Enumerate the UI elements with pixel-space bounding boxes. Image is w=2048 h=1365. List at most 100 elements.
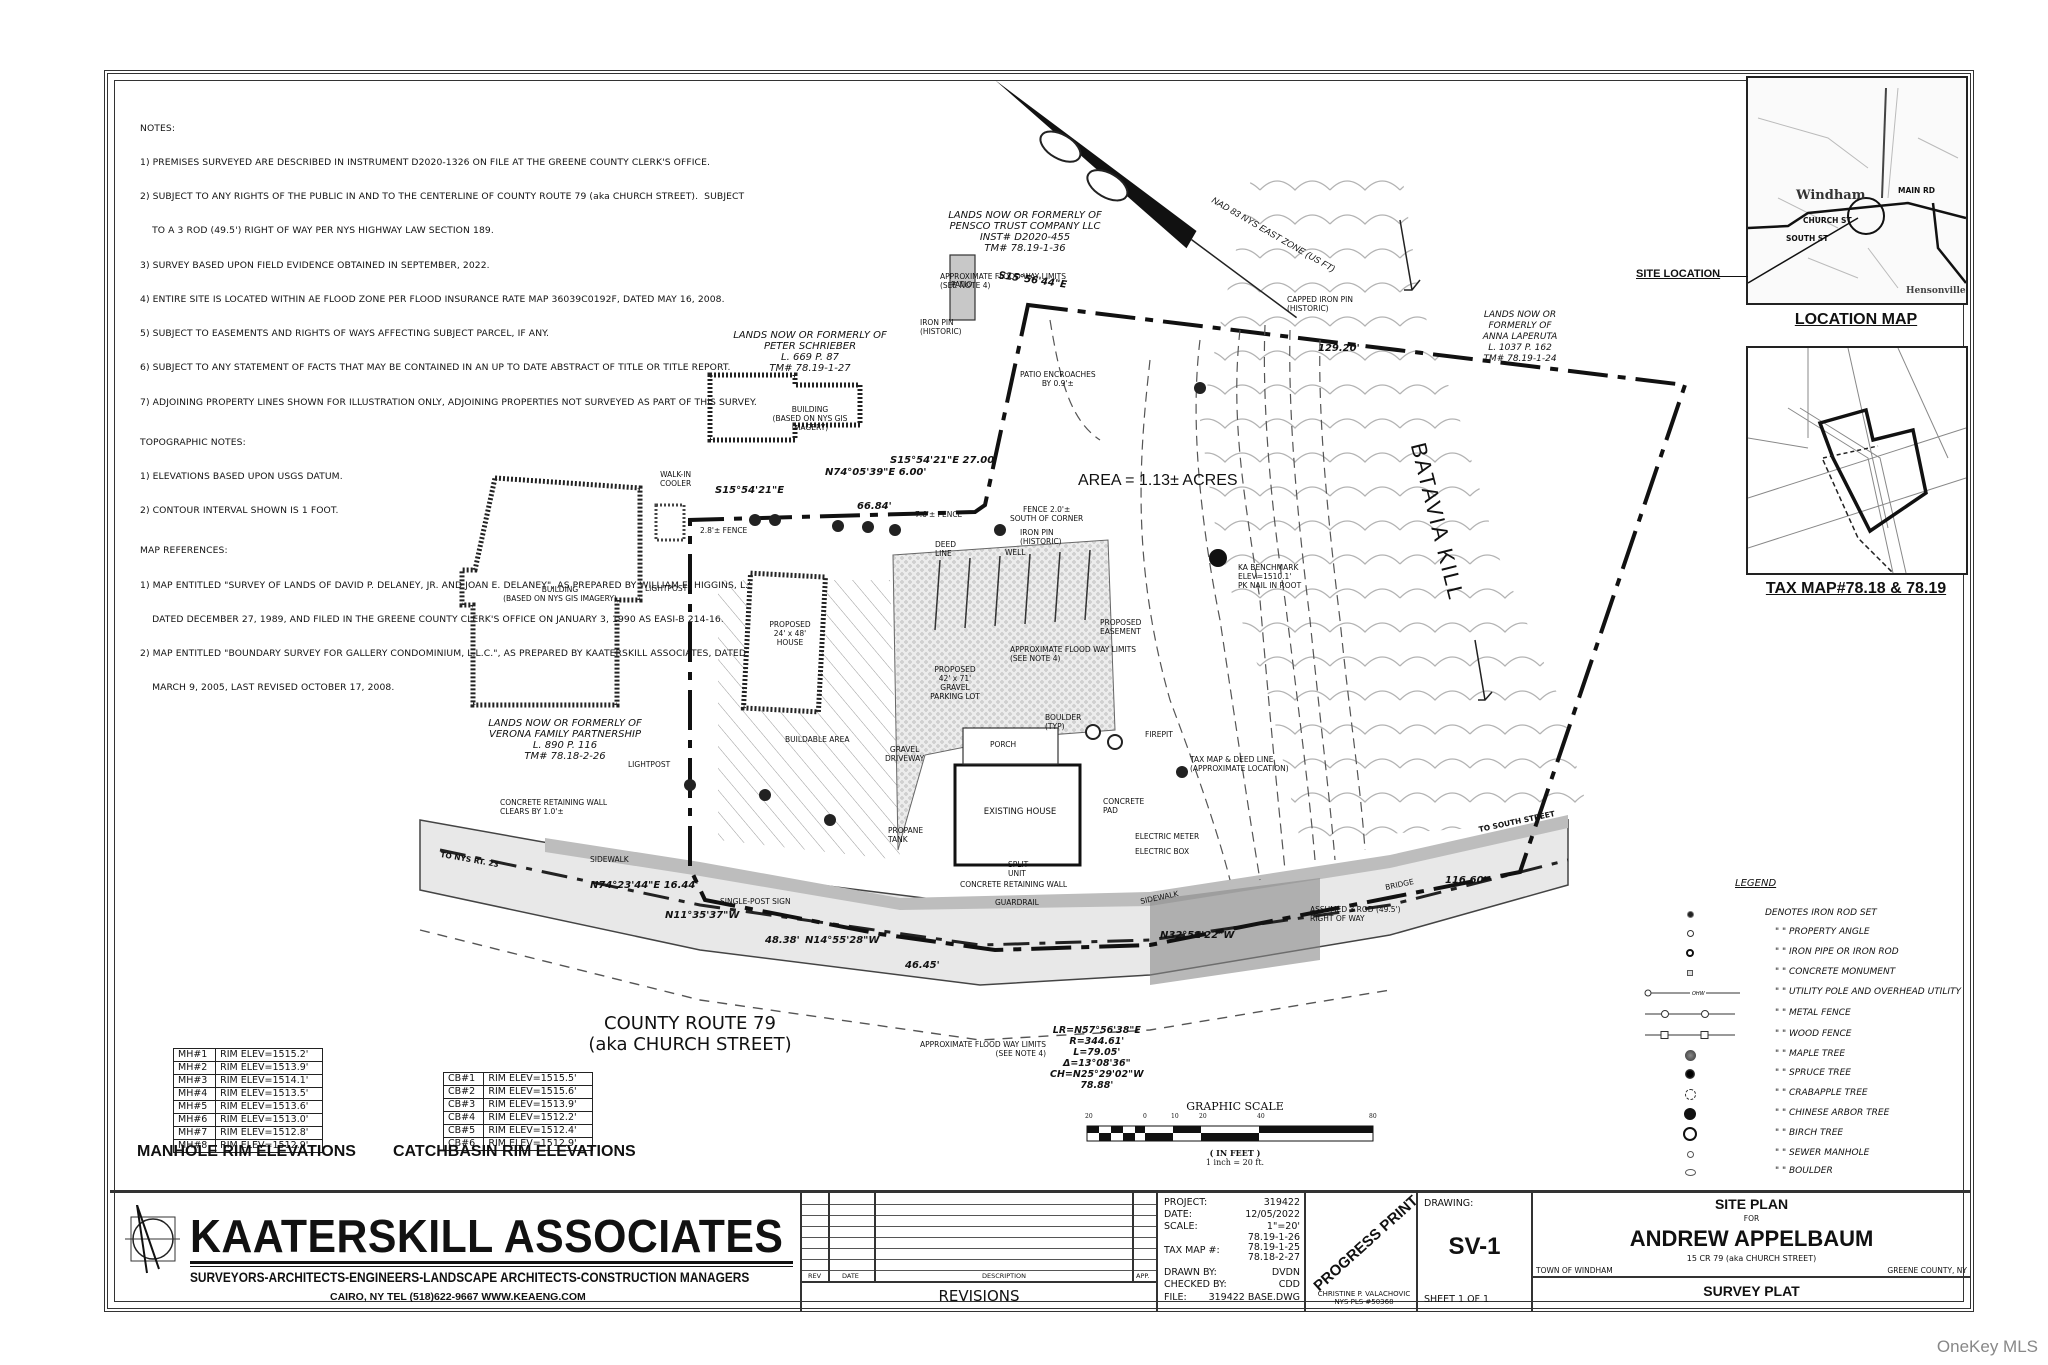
title-block: KAATERSKILL ASSOCIATES SURVEYORS-ARCHITE… <box>110 1190 1970 1311</box>
verona-building <box>459 475 643 708</box>
progress-print-stamp: PROGRESS PRINT <box>1310 1193 1418 1295</box>
legend-item: " " PROPERTY ANGLE <box>1635 925 1975 941</box>
main-rd-label: MAIN RD <box>1898 186 1935 195</box>
company-services: SURVEYORS-ARCHITECTS-ENGINEERS-LANDSCAPE… <box>190 1269 750 1285</box>
fence-28-label: 2.8'± FENCE <box>700 526 748 535</box>
legend-title: LEGEND <box>1735 878 1777 889</box>
hensonville-label: Hensonville <box>1906 286 1966 296</box>
legend-item: " " IRON PIPE OR IRON ROD <box>1635 945 1975 961</box>
south-st-label: SOUTH ST <box>1786 234 1829 243</box>
map-references-heading: MAP REFERENCES: <box>140 545 228 557</box>
site-location-leader <box>1718 276 1748 277</box>
concrete-retaining-wall-label: CONCRETE RETAINING WALL <box>960 880 1068 889</box>
distance-label: 48.38' <box>765 935 800 946</box>
revisions-block: REV DATE DESCRIPTION APP. REVISIONS <box>802 1193 1158 1311</box>
revisions-title: REVISIONS <box>938 1287 1020 1305</box>
plan-title: SITE PLAN <box>1714 1196 1789 1212</box>
distance-label: 129.20' <box>1318 343 1360 354</box>
plan-title-block: SITE PLAN FOR ANDREW APPELBAUM 15 CR 79 … <box>1533 1193 1970 1311</box>
date-value: 12/05/2022 <box>1245 1209 1300 1220</box>
concrete-monument-icon <box>1687 970 1693 976</box>
scale-value: 1"=20' <box>1266 1221 1300 1232</box>
parking-stripes <box>934 549 1091 631</box>
iron-pin-callout: IRON PIN(HISTORIC) <box>920 318 962 336</box>
sheet-number: SHEET 1 OF 1 <box>1424 1294 1490 1305</box>
capped-iron-pin-callout: CAPPED IRON PIN(HISTORIC) <box>1287 295 1353 313</box>
tax-map-label: TAX MAP #: <box>1164 1245 1220 1256</box>
distance-label: 66.84' <box>857 501 892 512</box>
windham-label: Windham <box>1796 188 1866 203</box>
note-item: 6) SUBJECT TO ANY STATEMENT OF FACTS THA… <box>140 362 731 374</box>
town-name: TOWN OF WINDHAM <box>1536 1266 1613 1275</box>
porch <box>962 727 1059 765</box>
project-label: PROJECT: <box>1164 1197 1208 1208</box>
legend-item: " " CHINESE ARBOR TREE <box>1635 1106 1975 1122</box>
sidewalk-strip <box>545 815 1568 910</box>
topographic-contours <box>1049 319 1366 881</box>
location-map: Windham CHURCH ST MAIN RD SOUTH ST Henso… <box>1746 76 1968 305</box>
bearing-label: S15°54'21"E 27.00' <box>890 455 998 466</box>
company-block: KAATERSKILL ASSOCIATES SURVEYORS-ARCHITE… <box>110 1193 802 1311</box>
date-label: DATE: <box>1164 1209 1192 1220</box>
fence-76-label: 7.6'± FENCE <box>915 510 963 519</box>
rev-header: REV <box>808 1272 822 1280</box>
drawn-by-label: DRAWN BY: <box>1164 1267 1217 1278</box>
file-label: FILE: <box>1164 1292 1187 1303</box>
site-location-label: SITE LOCATION <box>1636 268 1721 280</box>
distance-label: 46.45' <box>905 960 940 971</box>
verona-building-label: BUILDING(BASED ON NYS GIS IMAGERY) <box>503 585 617 603</box>
topo-note-item: 1) ELEVATIONS BASED UPON USGS DATUM. <box>140 471 343 482</box>
existing-house-label: EXISTING HOUSE <box>983 807 1057 817</box>
note-item: 2) SUBJECT TO ANY RIGHTS OF THE PUBLIC I… <box>140 191 745 203</box>
patio <box>949 254 976 321</box>
batavia-kill-water <box>1200 160 1590 840</box>
bearing-label: S15°54'21"E <box>715 485 785 496</box>
location-map-title: LOCATION MAP <box>1794 311 1918 328</box>
single-post-sign-label: SINGLE-POST SIGN <box>720 897 791 906</box>
county-name: GREENE COUNTY, NY <box>1887 1266 1967 1275</box>
property-angle-icon <box>1686 929 1694 937</box>
catchbasin-table-title: CATCHBASIN RIM ELEVATIONS <box>393 1143 636 1160</box>
note-item: 4) ENTIRE SITE IS LOCATED WITHIN AE FLOO… <box>140 293 725 305</box>
electric-box-label: ELECTRIC BOX <box>1135 847 1190 856</box>
checked-by-label: CHECKED BY: <box>1164 1279 1227 1290</box>
legend-item: " " SPRUCE TREE <box>1635 1066 1975 1082</box>
maple-tree-icon <box>1684 1049 1696 1061</box>
legend-item: " " WOOD FENCE <box>1635 1027 1975 1043</box>
metal-fence-icon <box>1645 1010 1735 1018</box>
date-header: DATE <box>842 1272 859 1280</box>
schrieber-building-label: BUILDING(BASED ON NYS GIS IMAGERY) <box>772 405 848 432</box>
sidewalk-label: SIDEWALK <box>590 855 629 864</box>
flood-way-callout-mid: APPROXIMATE FLOOD WAY LIMITS(SEE NOTE 4) <box>1010 645 1137 663</box>
tax-map-title: TAX MAP#78.18 & 78.19 <box>1765 580 1947 597</box>
tax-map-deed-callout: TAX MAP & DEED LINE(APPROXIMATE LOCATION… <box>1190 755 1289 773</box>
manhole-table-title: MANHOLE RIM ELEVATIONS <box>137 1143 356 1160</box>
legend-item: " " CRABAPPLE TREE <box>1635 1086 1975 1102</box>
legend-item: " " CONCRETE MONUMENT <box>1635 965 1975 981</box>
bridge-deck <box>1150 878 1320 985</box>
scale-bar <box>1086 1125 1374 1142</box>
legend-item: " " METAL FENCE <box>1635 1006 1975 1022</box>
drawn-by-value: DVDN <box>1271 1267 1300 1278</box>
boulder-icon <box>1684 1168 1696 1176</box>
existing-house <box>953 763 1082 867</box>
drawing-label: DRAWING: <box>1424 1198 1474 1209</box>
flood-way-callout-bottom: APPROXIMATE FLOOD WAY LIMITS(SEE NOTE 4) <box>920 1040 1047 1058</box>
